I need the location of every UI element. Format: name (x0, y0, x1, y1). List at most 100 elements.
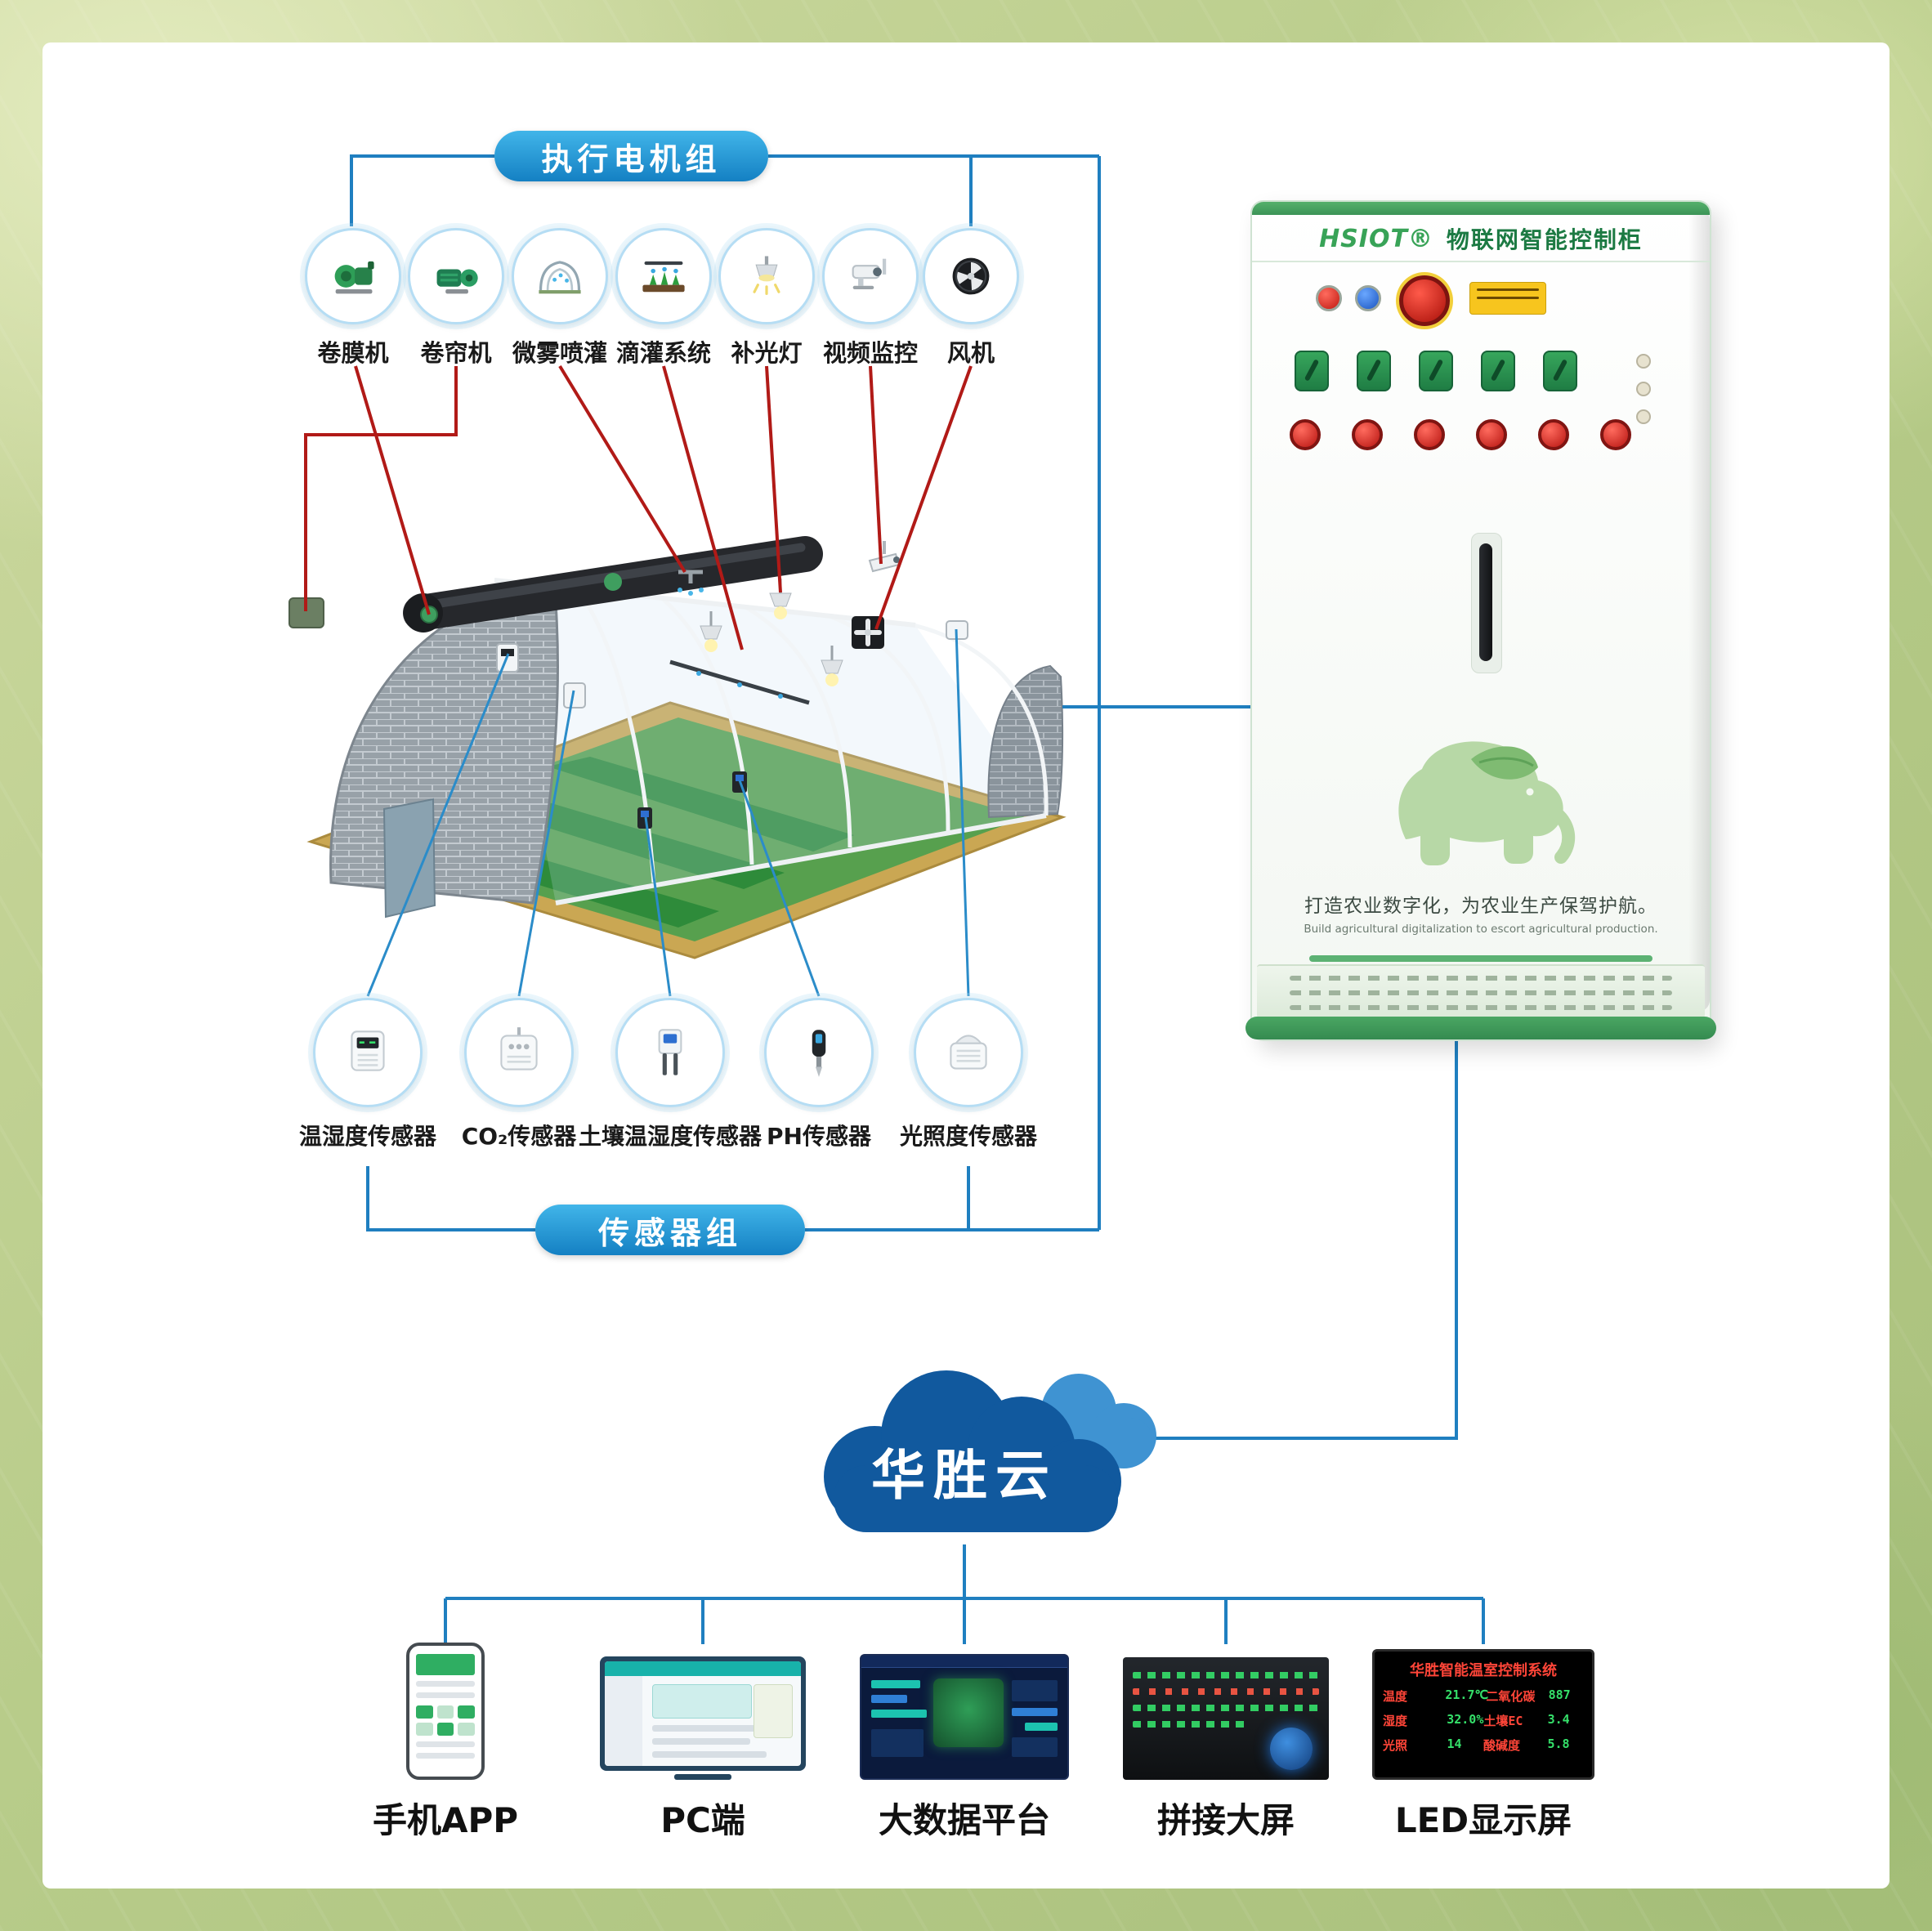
rotary-switch (1295, 351, 1329, 391)
cabinet-accent-bar (1309, 955, 1652, 962)
elephant-logo (1398, 741, 1576, 865)
webapp-row (652, 1751, 767, 1758)
sensor-co2: CO₂传感器 (425, 998, 613, 1151)
actuator-film-roller: 卷膜机 (300, 228, 406, 369)
sensor-soil: 土壤温湿度传感器 (576, 998, 764, 1151)
device-graphic-wrap (860, 1633, 1069, 1780)
sensor-circle (914, 998, 1023, 1107)
emergency-stop-button (1399, 275, 1450, 326)
actuator-circle (923, 228, 1019, 324)
smartphone-icon (406, 1643, 485, 1780)
actuator-label: 卷帘机 (420, 339, 492, 367)
led-value: 32.0% (1447, 1712, 1484, 1727)
led-value: 14 (1447, 1737, 1462, 1751)
actuator-drip-irrigation: 滴灌系统 (610, 228, 717, 369)
rotary-switch (1357, 351, 1391, 391)
device-graphic-wrap (1123, 1633, 1329, 1780)
actuator-group-label: 执行电机组 (541, 141, 722, 177)
dashboard-bar (1012, 1708, 1058, 1716)
sensor-label: PH传感器 (767, 1123, 871, 1150)
iot-control-cabinet: HSIOT® 物联网智能控制柜 (1246, 200, 1716, 1041)
desktop-monitor-icon (600, 1656, 806, 1780)
dashboard-chart (1012, 1737, 1058, 1757)
sensor-temp-humidity: 温湿度传感器 (274, 998, 462, 1151)
led-value: 21.7℃ (1445, 1687, 1489, 1702)
cabinet-top-cap (1252, 202, 1710, 215)
actuator-label: 卷膜机 (317, 339, 389, 367)
push-button-red (1476, 419, 1507, 450)
terminal-label: LED显示屏 (1394, 1800, 1572, 1840)
mist-spray-icon (539, 261, 581, 294)
pilot-lamp-red (1316, 285, 1342, 311)
terminal-video-wall: 拼接大屏 (1103, 1633, 1348, 1843)
push-button-red (1352, 419, 1383, 450)
cloud-shape (824, 1370, 1156, 1532)
led-value: 3.4 (1547, 1712, 1570, 1727)
led-label: 湿度 (1383, 1714, 1408, 1728)
indicator-lamp (1636, 382, 1651, 396)
actuator-mist-spray: 微雾喷灌 (507, 228, 613, 369)
actuator-fan: 风机 (918, 228, 1024, 369)
cabinet-slogan-en: Build agricultural digitalization to esc… (1304, 923, 1658, 936)
dashboard-bar (1025, 1723, 1058, 1731)
phone-list-row (416, 1741, 475, 1747)
cloud-front-layer (824, 1370, 1121, 1532)
grow-light-icon (753, 256, 780, 295)
sensor-light: 光照度传感器 (874, 998, 1062, 1151)
dashboard-map (933, 1678, 1004, 1747)
globe-display (1270, 1728, 1313, 1770)
soil-sensor-icon (658, 1029, 682, 1075)
monitor-stand (674, 1774, 731, 1780)
led-ticker-row (1133, 1672, 1319, 1678)
cctv-camera-icon (852, 258, 887, 289)
actuator-label: 视频监控 (822, 339, 918, 367)
sensor-label: 温湿度传感器 (298, 1123, 436, 1150)
terminal-label: PC端 (660, 1800, 745, 1840)
drip-irrigation-icon (642, 261, 685, 293)
actuator-label: 滴灌系统 (615, 339, 711, 367)
cabinet-brand-logo: HSIOT® (1319, 224, 1433, 253)
cabinet-title: 物联网智能控制柜 (1446, 226, 1643, 253)
greenhouse-illustration (288, 536, 1067, 959)
phone-app-header (416, 1654, 475, 1675)
indicator-lamp (1636, 409, 1651, 424)
push-button-red (1600, 419, 1631, 450)
video-wall-icon (1123, 1657, 1329, 1780)
actuator-circle (512, 228, 608, 324)
led-label: 光照 (1383, 1738, 1408, 1753)
webapp-sidebar (605, 1676, 642, 1766)
cabinet-control-panel (1277, 272, 1652, 476)
cabinet-vent-plinth (1257, 964, 1705, 1018)
phone-list-row (416, 1681, 475, 1687)
cabinet-door-handle (1479, 543, 1492, 661)
led-data-row: 湿度 32.0% 土壤EC 3.4 (1383, 1712, 1584, 1729)
dashboard-bar (871, 1710, 927, 1718)
dashboard-bar (871, 1695, 907, 1703)
push-button-red (1538, 419, 1569, 450)
led-label: 土壤EC (1483, 1714, 1523, 1728)
led-panel-icon: 华胜智能温室控制系统 温度 21.7℃ 二氧化碳 887 湿度 32.0% 土壤… (1372, 1649, 1594, 1780)
actuator-group-pill: 执行电机组 (494, 131, 768, 181)
sensor-ph: PH传感器 (725, 998, 913, 1151)
webapp-row (652, 1738, 750, 1745)
led-value: 5.8 (1547, 1737, 1570, 1751)
actuator-circle (408, 228, 504, 324)
led-data-row: 光照 14 酸碱度 5.8 (1383, 1737, 1584, 1754)
ph-sensor-icon (812, 1030, 826, 1077)
film-roller-motor-icon (334, 261, 374, 294)
terminal-pc: PC端 (580, 1633, 825, 1843)
temp-humidity-sensor-icon (351, 1030, 385, 1071)
vent-slots (1290, 990, 1672, 995)
led-data-row: 温度 21.7℃ 二氧化碳 887 (1383, 1687, 1584, 1705)
terminal-led-screen: 华胜智能温室控制系统 温度 21.7℃ 二氧化碳 887 湿度 32.0% 土壤… (1361, 1633, 1606, 1843)
device-graphic-wrap (406, 1633, 485, 1780)
webapp-row (652, 1725, 775, 1732)
terminal-bigdata: 大数据平台 (842, 1633, 1087, 1843)
actuator-cctv: 视频监控 (817, 228, 924, 369)
sensor-label: CO₂传感器 (461, 1123, 577, 1150)
rotary-switch (1419, 351, 1453, 391)
terminal-label: 手机APP (372, 1800, 519, 1840)
light-sensor-icon (950, 1035, 987, 1070)
cloud-platform-name: 华胜云 (871, 1444, 1058, 1507)
